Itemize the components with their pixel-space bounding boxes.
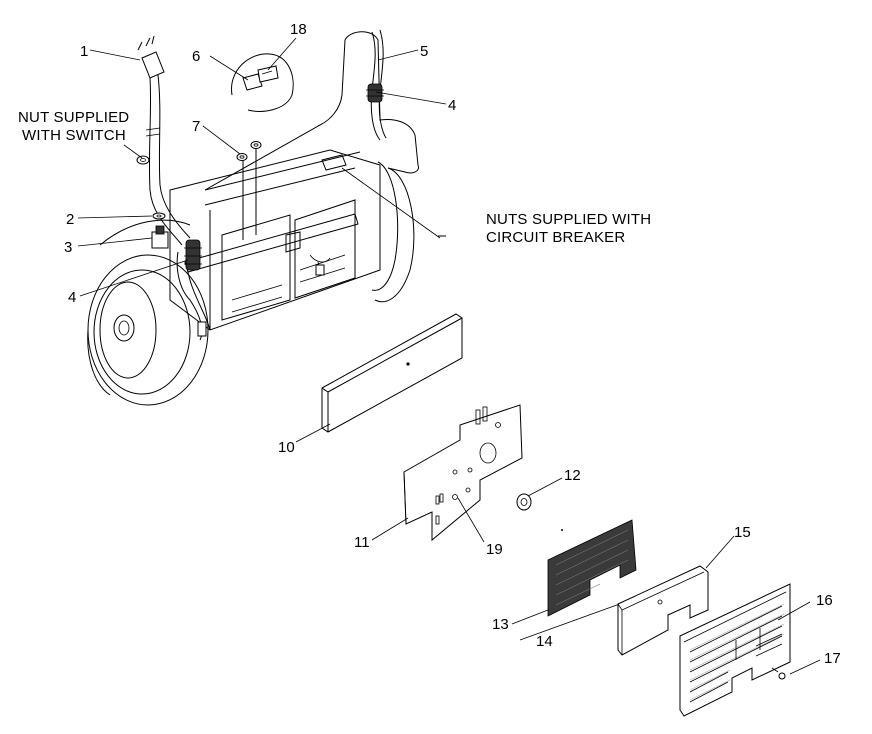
callout-15: 15 <box>734 524 751 541</box>
callout-13: 13 <box>492 616 509 633</box>
panel-board <box>321 313 463 433</box>
callout-12: 12 <box>564 467 581 484</box>
control-plate <box>403 404 523 542</box>
grommets <box>236 141 262 161</box>
callout-16: 16 <box>816 592 833 609</box>
callout-11: 11 <box>354 534 370 551</box>
screw <box>771 667 786 680</box>
callout-6: 6 <box>192 48 200 65</box>
breaker-nut <box>341 167 446 239</box>
grille <box>679 583 791 717</box>
leader-lines <box>77 37 821 675</box>
callout-4b: 4 <box>68 289 76 306</box>
cover-plate <box>617 565 709 656</box>
power-cord <box>137 35 191 246</box>
callout-7: 7 <box>192 118 200 135</box>
callout-3: 3 <box>64 239 72 256</box>
callout-10: 10 <box>278 439 295 456</box>
callout-18: 18 <box>290 21 307 38</box>
note-switch-line2: WITH SWITCH <box>22 127 126 144</box>
hex-nut <box>516 493 532 511</box>
callout-labels: 1 18 6 5 4 7 2 3 4 10 12 11 19 15 16 13 … <box>64 21 841 667</box>
note-switch-line1: NUT SUPPLIED <box>18 109 129 126</box>
callout-4a: 4 <box>448 97 456 114</box>
callout-5: 5 <box>420 43 428 60</box>
handle-cord <box>366 29 387 141</box>
note-breaker-line2: CIRCUIT BREAKER <box>486 229 625 246</box>
callout-17: 17 <box>824 650 841 667</box>
callout-14: 14 <box>536 633 553 650</box>
callout-1: 1 <box>80 43 88 60</box>
notes: NUT SUPPLIED WITH SWITCH NUTS SUPPLIED W… <box>18 109 651 246</box>
callout-19: 19 <box>486 541 503 558</box>
machine-body <box>87 31 419 406</box>
mesh-filter <box>547 519 637 617</box>
detail-inset <box>231 53 294 112</box>
callout-2: 2 <box>66 211 74 228</box>
switch-assembly <box>136 155 202 271</box>
note-breaker-line1: NUTS SUPPLIED WITH <box>486 211 651 228</box>
